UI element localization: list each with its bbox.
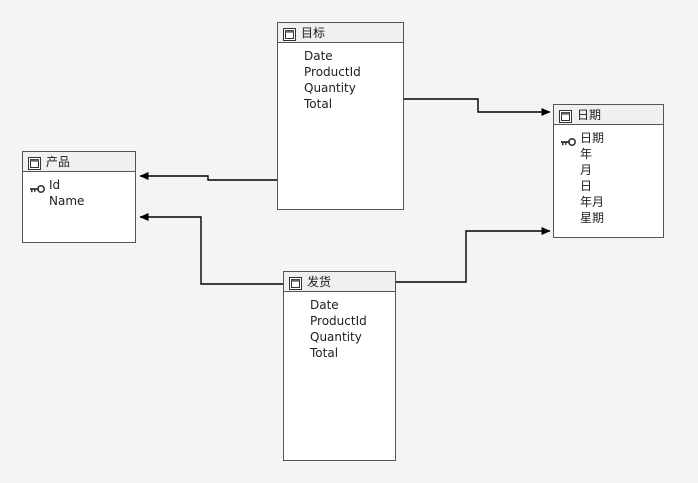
field-row[interactable]: 星期 bbox=[554, 210, 663, 226]
field-row[interactable]: Quantity bbox=[278, 80, 403, 96]
field-row[interactable]: 年月 bbox=[554, 194, 663, 210]
table-icon bbox=[28, 155, 41, 170]
field-name: Quantity bbox=[310, 330, 362, 344]
entity-date[interactable]: 日期 日期 年 月 日 bbox=[553, 104, 664, 238]
field-row[interactable]: 年 bbox=[554, 146, 663, 162]
key-icon bbox=[29, 179, 46, 194]
field-name: 年月 bbox=[580, 195, 605, 209]
entity-shipment-header[interactable]: 发货 bbox=[284, 272, 395, 292]
field-row[interactable]: ProductId bbox=[284, 313, 395, 329]
field-name: 日期 bbox=[580, 131, 605, 145]
field-name: Date bbox=[310, 298, 339, 312]
field-row[interactable]: Quantity bbox=[284, 329, 395, 345]
table-icon bbox=[283, 26, 296, 41]
table-icon bbox=[289, 275, 302, 290]
entity-product-fields: Id Name bbox=[23, 172, 135, 209]
entity-shipment-fields: Date ProductId Quantity Total bbox=[284, 292, 395, 361]
field-name: Id bbox=[49, 178, 61, 192]
field-row[interactable]: 日 bbox=[554, 178, 663, 194]
field-name: Total bbox=[310, 346, 339, 360]
connector-shipment-to-date bbox=[396, 227, 551, 283]
entity-target[interactable]: 目标 Date ProductId Quantity Total bbox=[277, 22, 404, 210]
entity-target-title: 目标 bbox=[301, 25, 326, 40]
field-name: ProductId bbox=[310, 314, 367, 328]
entity-product-title: 产品 bbox=[46, 154, 71, 169]
field-row[interactable]: Date bbox=[278, 48, 403, 64]
field-row[interactable]: Total bbox=[278, 96, 403, 112]
entity-target-header[interactable]: 目标 bbox=[278, 23, 403, 43]
connector-target-to-product bbox=[139, 172, 277, 181]
entity-shipment-title: 发货 bbox=[307, 274, 332, 289]
field-name: Quantity bbox=[304, 81, 356, 95]
connector-target-to-date bbox=[404, 98, 551, 116]
field-name: 月 bbox=[580, 163, 593, 177]
field-name: Total bbox=[304, 97, 333, 111]
entity-target-fields: Date ProductId Quantity Total bbox=[278, 43, 403, 112]
field-name: 日 bbox=[580, 179, 593, 193]
field-row[interactable]: Total bbox=[284, 345, 395, 361]
field-name: 年 bbox=[580, 147, 593, 161]
entity-product[interactable]: 产品 Id Name bbox=[22, 151, 136, 243]
field-name: Date bbox=[304, 49, 333, 63]
table-icon bbox=[559, 108, 572, 123]
key-icon bbox=[560, 132, 577, 147]
entity-product-header[interactable]: 产品 bbox=[23, 152, 135, 172]
field-name: Name bbox=[49, 194, 85, 208]
connector-shipment-to-product bbox=[139, 213, 283, 285]
field-row[interactable]: ProductId bbox=[278, 64, 403, 80]
entity-date-title: 日期 bbox=[577, 107, 602, 122]
entity-date-header[interactable]: 日期 bbox=[554, 105, 663, 125]
field-name: ProductId bbox=[304, 65, 361, 79]
field-row[interactable]: 日期 bbox=[554, 130, 663, 147]
entity-date-fields: 日期 年 月 日 年月 星期 bbox=[554, 125, 663, 226]
field-row[interactable]: Date bbox=[284, 297, 395, 313]
field-row[interactable]: Name bbox=[23, 193, 135, 209]
entity-shipment[interactable]: 发货 Date ProductId Quantity Total bbox=[283, 271, 396, 461]
field-name: 星期 bbox=[580, 211, 605, 225]
field-row[interactable]: 月 bbox=[554, 162, 663, 178]
field-row[interactable]: Id bbox=[23, 177, 135, 194]
